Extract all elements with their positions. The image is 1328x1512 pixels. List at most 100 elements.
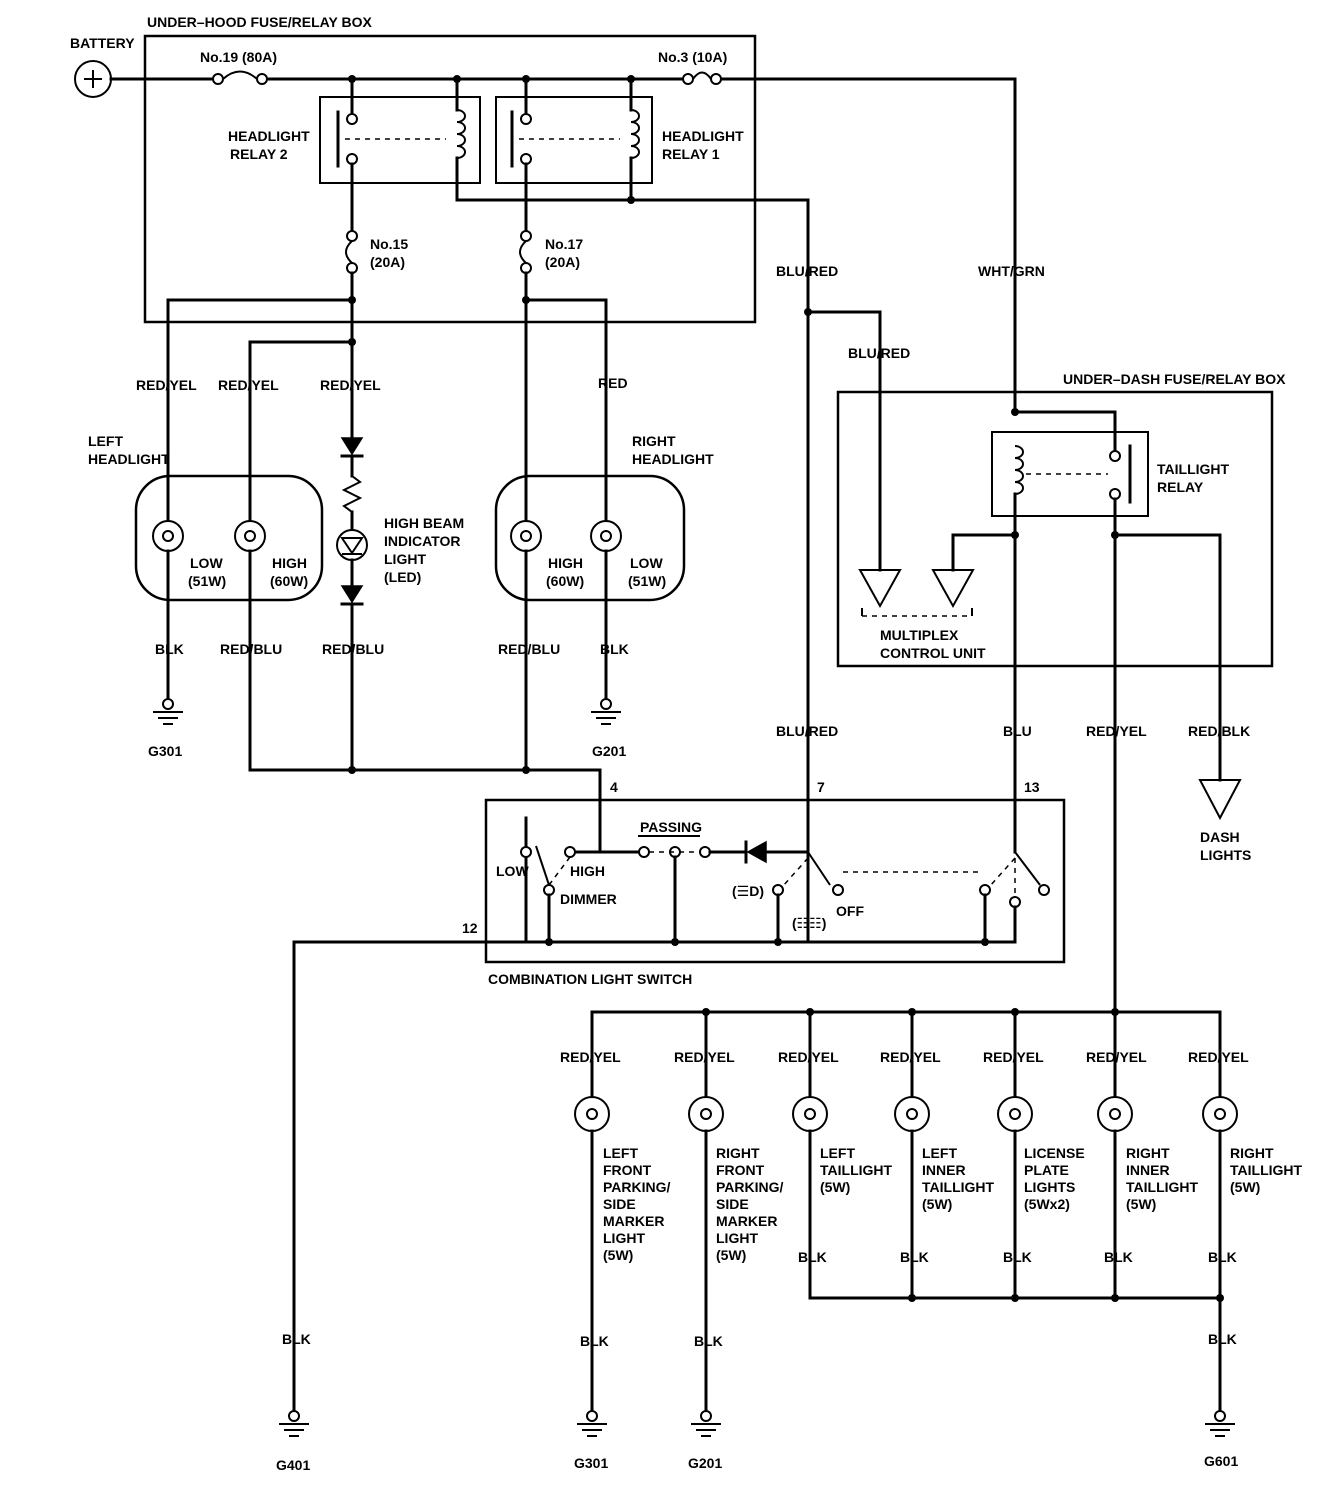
pin-7-label: 7: [817, 779, 825, 795]
lamp5-line-2: PLATE: [1024, 1162, 1069, 1178]
lamp6-wire-label: RED/YEL: [1086, 1049, 1147, 1065]
blured-label-2: BLU/RED: [848, 345, 910, 361]
taillight-relay-label-a: TAILLIGHT: [1157, 461, 1230, 477]
ground-g201-top: G201: [591, 698, 626, 759]
battery: BATTERY: [70, 35, 135, 98]
fuse-no17: No.17 (20A): [519, 230, 583, 522]
right-high-label: HIGH: [548, 555, 583, 571]
high-beam-indicator: HIGH BEAM INDICATOR LIGHT (LED) RED/BLU: [322, 437, 464, 772]
lamp7-line-1: RIGHT: [1230, 1145, 1274, 1161]
lamp5-blk-label: BLK: [1003, 1249, 1032, 1265]
lamp5-line-1: LICENSE: [1024, 1145, 1085, 1161]
lamp7-blk-label-2: BLK: [1208, 1331, 1237, 1347]
lamp4-line-3: TAILLIGHT: [922, 1179, 995, 1195]
left-high-watt: (60W): [270, 573, 308, 589]
underhood-box-label: UNDER–HOOD FUSE/RELAY BOX: [147, 14, 372, 30]
redblu-label-1: RED/BLU: [220, 641, 282, 657]
lamp1-line-7: (5W): [603, 1247, 633, 1263]
lamp2-line-4: SIDE: [716, 1196, 749, 1212]
ground-g601-label: G601: [1204, 1453, 1238, 1469]
lamp1-line-5: MARKER: [603, 1213, 664, 1229]
lamp2-line-7: (5W): [716, 1247, 746, 1263]
underdash-fuse-relay-box: UNDER–DASH FUSE/RELAY BOX: [836, 371, 1286, 668]
ground-g401: BLK G401: [276, 1331, 311, 1473]
battery-label: BATTERY: [70, 35, 135, 51]
fuse-no15-rating: (20A): [370, 254, 405, 270]
redyel-label-2: RED/YEL: [218, 377, 279, 393]
right-low-watt: (51W): [628, 573, 666, 589]
relay-coil-return-wire: BLU/RED BLU/RED BLU/RED: [455, 196, 910, 942]
relay1-label-a: HEADLIGHT: [662, 128, 744, 144]
indicator-line-3: LIGHT: [384, 551, 426, 567]
fuse-no3-label: No.3 (10A): [658, 49, 727, 65]
lamp4-blk-label: BLK: [900, 1249, 929, 1265]
switch-dimmer-label: DIMMER: [560, 891, 617, 907]
lamp5-line-4: (5Wx2): [1024, 1196, 1070, 1212]
redblu-label-2: RED/BLU: [322, 641, 384, 657]
lamp6-line-4: (5W): [1126, 1196, 1156, 1212]
indicator-line-2: INDICATOR: [384, 533, 460, 549]
lamp3-wire-label: RED/YEL: [778, 1049, 839, 1065]
lamp7-blk-label: BLK: [1208, 1249, 1237, 1265]
lamp-left-taillight: RED/YEL LEFT TAILLIGHT (5W) BLK: [778, 1049, 893, 1300]
right-headlight: RED RIGHT HEADLIGHT HIGH (60W) LOW (51W)…: [494, 296, 714, 772]
underhood-fuse-relay-box: UNDER–HOOD FUSE/RELAY BOX: [143, 14, 757, 324]
fuse-no15-label: No.15: [370, 236, 408, 252]
switch-parking-position-icon: (☷☷): [792, 915, 826, 931]
lamp-right-inner-taillight: RED/YEL RIGHT INNER TAILLIGHT (5W) BLK: [1086, 1049, 1199, 1300]
lamp5-wire-label: RED/YEL: [983, 1049, 1044, 1065]
pin-13-label: 13: [1024, 779, 1040, 795]
lamp7-line-2: TAILLIGHT: [1230, 1162, 1303, 1178]
relay2-label-b: RELAY 2: [230, 146, 288, 162]
lamp3-line-1: LEFT: [820, 1145, 855, 1161]
switch-off-label: OFF: [836, 903, 864, 919]
underdash-output-wires: BLU RED/YEL RED/BLK DASH LIGHTS: [1003, 723, 1251, 863]
redblk-label: RED/BLK: [1188, 723, 1250, 739]
combination-light-switch: 4 7 13 12 LOW HIGH DIMMER PASSING: [292, 688, 1050, 1412]
lamp6-line-3: TAILLIGHT: [1126, 1179, 1199, 1195]
lamp6-blk-label: BLK: [1104, 1249, 1133, 1265]
fuse-no3: No.3 (10A): [658, 49, 727, 85]
right-high-watt: (60W): [546, 573, 584, 589]
redyel-main-label: RED/YEL: [1086, 723, 1147, 739]
fuse-no19: No.19 (80A): [200, 49, 277, 85]
indicator-line-1: HIGH BEAM: [384, 515, 464, 531]
right-headlight-label-a: RIGHT: [632, 433, 676, 449]
headlight-relay-2: HEADLIGHT RELAY 2: [228, 77, 481, 232]
switch-high-label: HIGH: [570, 863, 605, 879]
lamp1-line-3: PARKING/: [603, 1179, 671, 1195]
ground-g301-top: G301: [148, 698, 183, 759]
redyel-label-1: RED/YEL: [136, 377, 197, 393]
lamp4-line-2: INNER: [922, 1162, 966, 1178]
lamp-right-front-parking: RED/YEL RIGHT FRONT PARKING/ SIDE MARKER…: [674, 1049, 784, 1412]
blk-label-2: BLK: [600, 641, 629, 657]
lamp2-line-3: PARKING/: [716, 1179, 784, 1195]
fuse-no17-label: No.17: [545, 236, 583, 252]
red-label: RED: [598, 375, 628, 391]
switch-box-label: COMBINATION LIGHT SWITCH: [488, 971, 692, 987]
underdash-box-label: UNDER–DASH FUSE/RELAY BOX: [1063, 371, 1286, 387]
lamp3-line-2: TAILLIGHT: [820, 1162, 893, 1178]
dash-lights-line-1: DASH: [1200, 829, 1240, 845]
lamp-license-plate: RED/YEL LICENSE PLATE LIGHTS (5Wx2) BLK: [983, 1049, 1085, 1300]
mcu-line-1: MULTIPLEX: [880, 627, 959, 643]
lamp2-wire-label: RED/YEL: [674, 1049, 735, 1065]
lamp6-line-2: INNER: [1126, 1162, 1170, 1178]
right-low-label: LOW: [630, 555, 663, 571]
pin-4-label: 4: [610, 779, 618, 795]
combination-light-switch-box: COMBINATION LIGHT SWITCH: [484, 798, 1066, 987]
parking-lamp-bus: [590, 1008, 1222, 1098]
lamp2-line-1: RIGHT: [716, 1145, 760, 1161]
fuse-no17-rating: (20A): [545, 254, 580, 270]
taillight-relay: WHT/GRN TAILLIGHT RELAY: [951, 263, 1230, 1012]
left-low-watt: (51W): [188, 573, 226, 589]
left-headlight: RED/YEL RED/YEL RED/YEL LEFT HEADLIGHT L…: [88, 296, 381, 772]
lamp4-line-4: (5W): [922, 1196, 952, 1212]
fuse-no19-label: No.19 (80A): [200, 49, 277, 65]
indicator-line-4: (LED): [384, 569, 421, 585]
lamp-left-inner-taillight: RED/YEL LEFT INNER TAILLIGHT (5W) BLK: [880, 1049, 995, 1300]
right-headlight-label-b: HEADLIGHT: [632, 451, 714, 467]
ground-g201-top-label: G201: [592, 743, 626, 759]
lamp3-line-3: (5W): [820, 1179, 850, 1195]
taillight-relay-label-b: RELAY: [1157, 479, 1204, 495]
